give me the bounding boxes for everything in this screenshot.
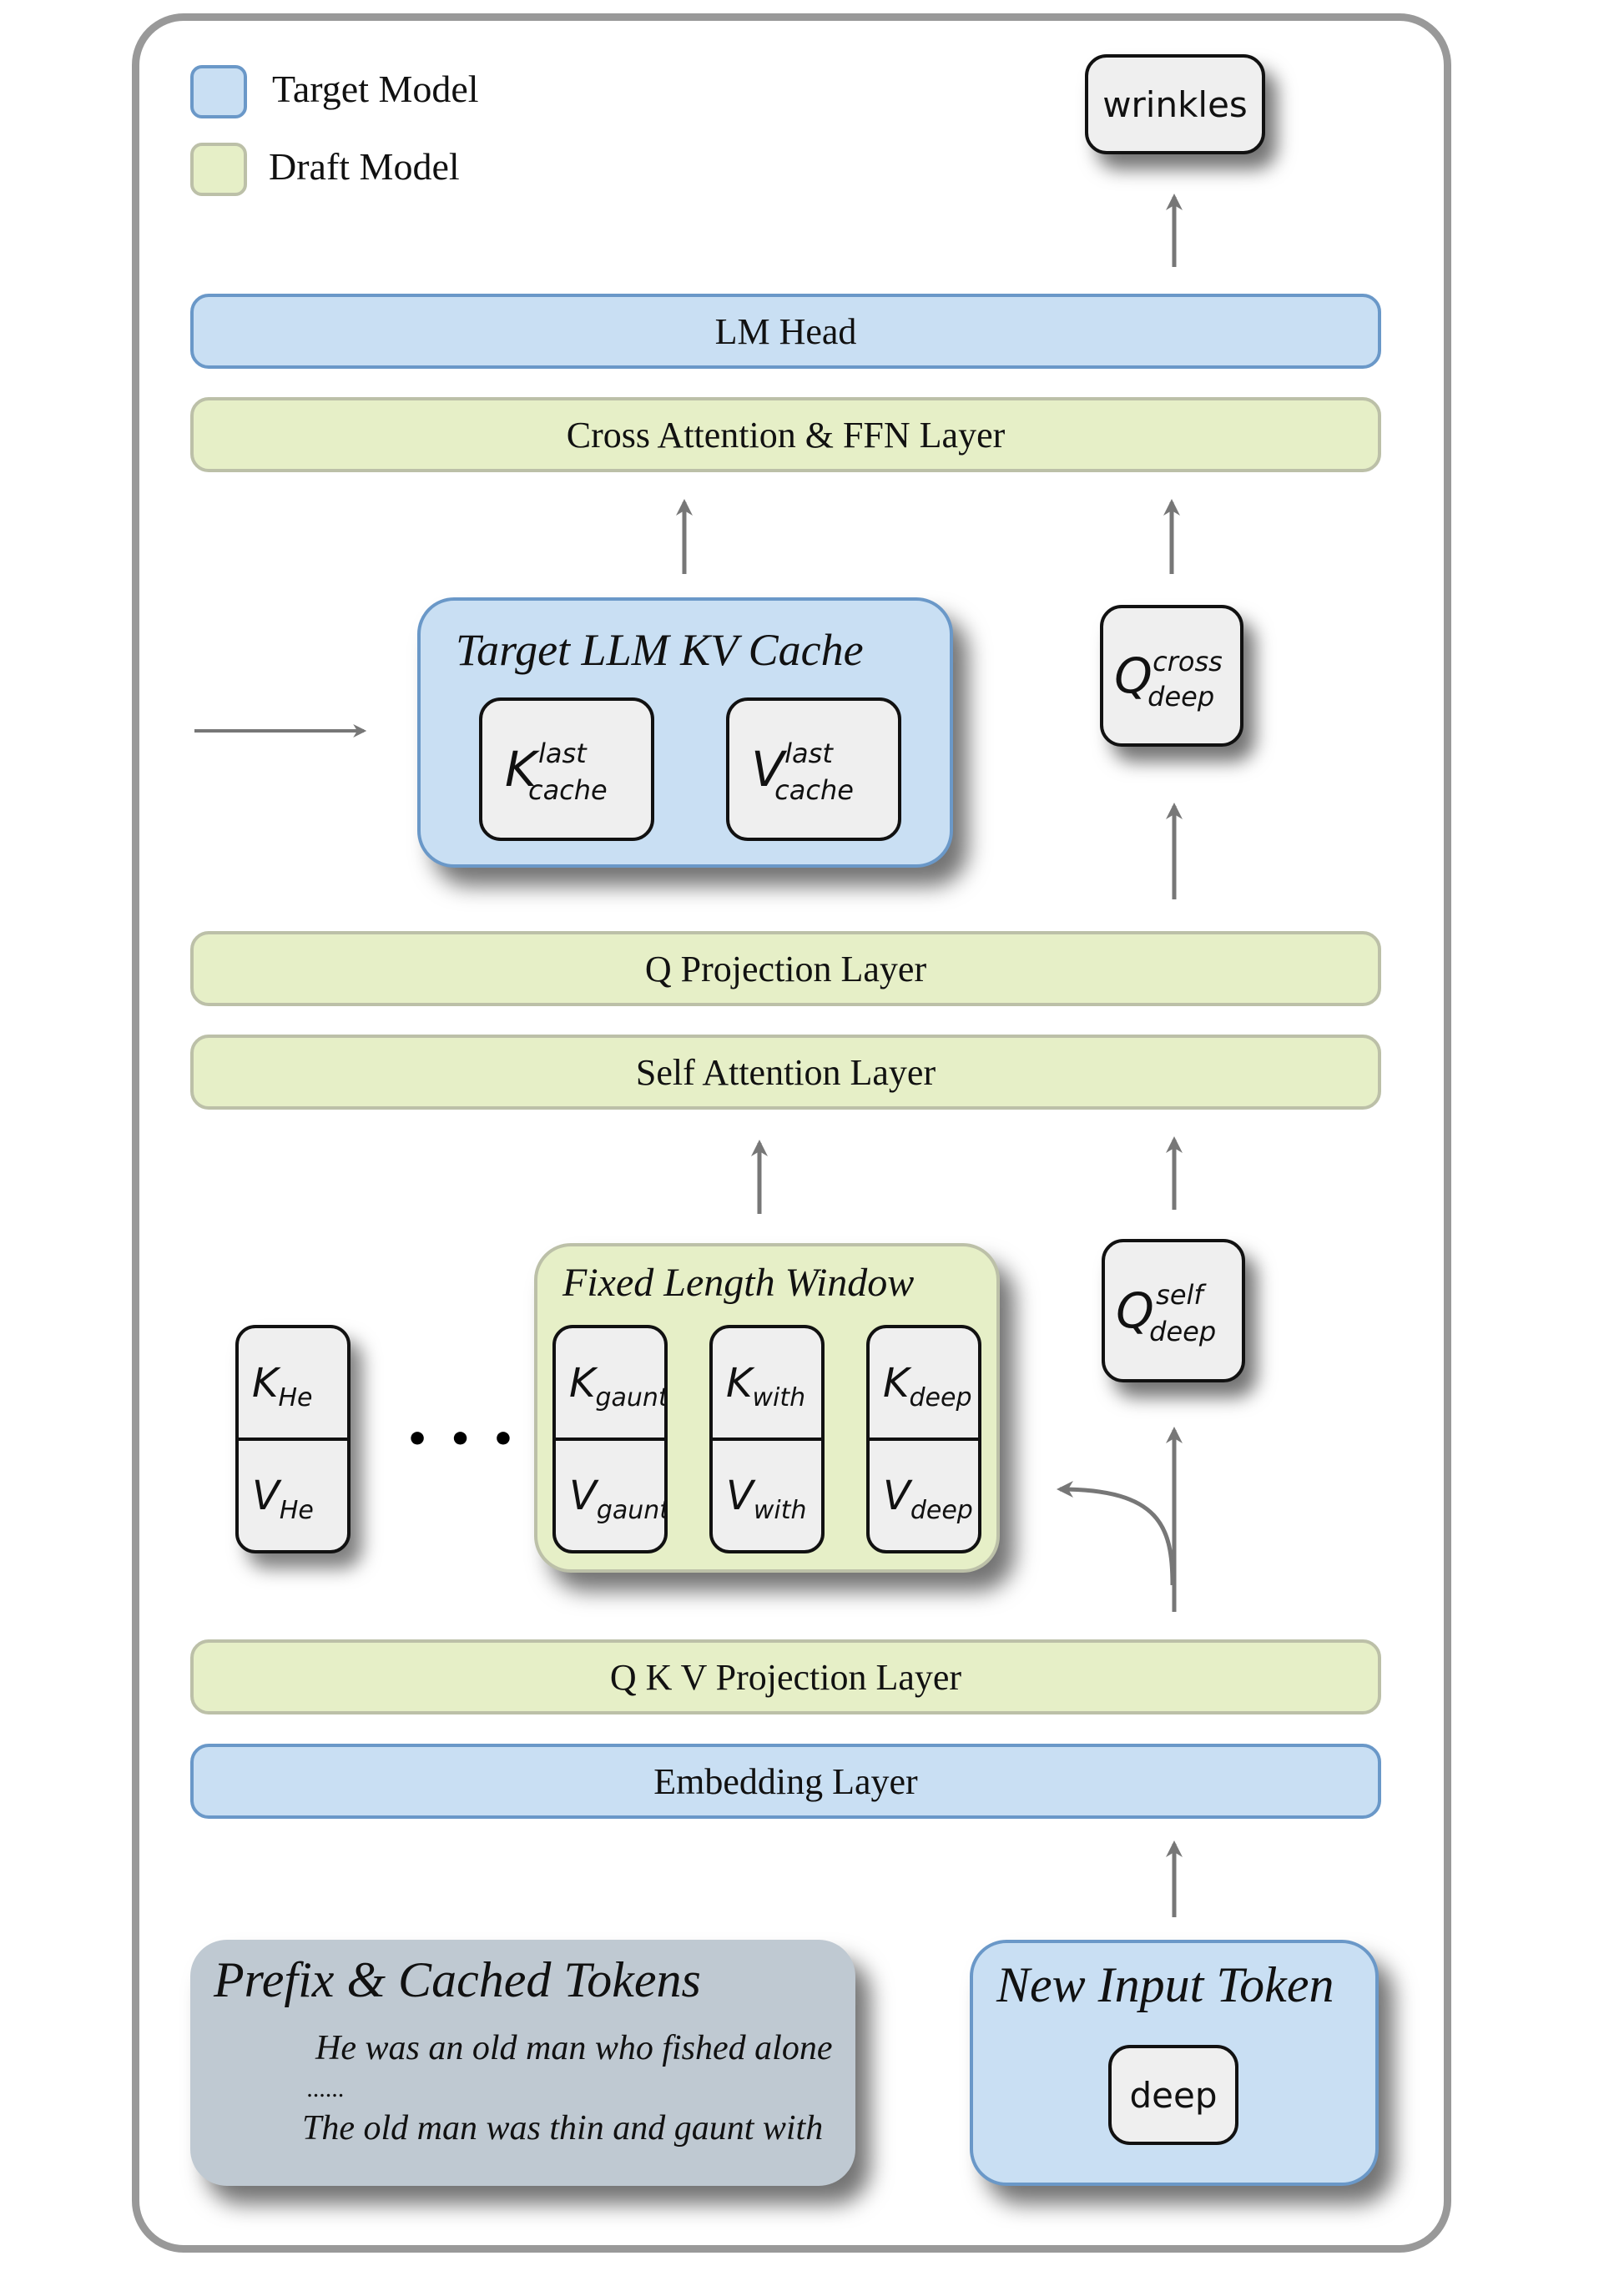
- new-input-token: New Input Token deep: [970, 1940, 1379, 2186]
- embedding-layer: Embedding Layer: [190, 1744, 1381, 1819]
- new-input-title: New Input Token: [996, 1957, 1334, 2012]
- q-projection-layer: Q Projection Layer: [190, 931, 1381, 1006]
- ellipsis: • • •: [406, 1418, 519, 1461]
- prefix-cached-tokens: Prefix & Cached Tokens He was an old man…: [190, 1940, 855, 2186]
- prefix-line-2: The old man was thin and gaunt with: [302, 2109, 824, 2147]
- legend-swatch-target: [190, 65, 247, 118]
- qkv-projection-layer: Q K V Projection Layer: [190, 1639, 1381, 1714]
- fixed-window-title: Fixed Length Window: [562, 1261, 915, 1305]
- cross-attention-ffn-layer: Cross Attention & FFN Layer: [190, 397, 1381, 472]
- self-attention-layer: Self Attention Layer: [190, 1035, 1381, 1110]
- input-token-deep: deep: [1108, 2045, 1238, 2145]
- lm-head-layer: LM Head: [190, 294, 1381, 369]
- arrow-qkv-to-window-icon: [1057, 1481, 1175, 1586]
- legend-label-target: Target Model: [272, 68, 479, 110]
- prefix-line-1: He was an old man who fished alone: [315, 2029, 833, 2067]
- prefix-title: Prefix & Cached Tokens: [214, 1952, 701, 2007]
- prefix-dots: ......: [307, 2075, 345, 2102]
- kv-cache-title: Target LLM KV Cache: [456, 625, 864, 675]
- output-token: wrinkles: [1085, 54, 1265, 154]
- legend-label-draft: Draft Model: [269, 145, 460, 188]
- diagram-frame: [132, 13, 1451, 2253]
- legend-swatch-draft: [190, 143, 247, 196]
